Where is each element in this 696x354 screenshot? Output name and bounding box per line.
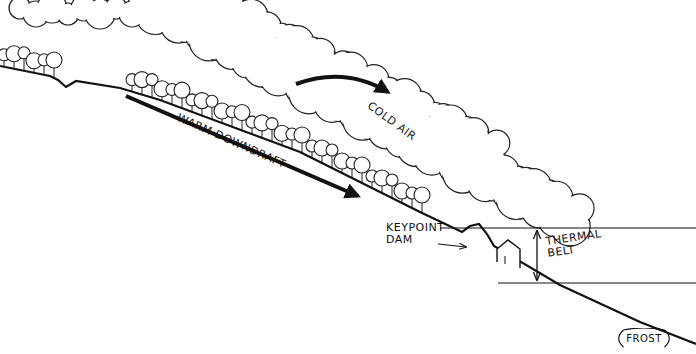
- ground-line: [0, 66, 696, 344]
- annotation-label: KEYPOINT DAM: [386, 222, 442, 246]
- thermal-belt-arrow: [536, 231, 537, 280]
- house-symbol: [497, 240, 520, 268]
- annotation-label: THERMAL BELT: [545, 229, 600, 260]
- house-door: [505, 256, 506, 264]
- cloud-fill: [120, 2, 143, 25]
- tree-crown: [46, 52, 62, 68]
- tree-crown: [326, 144, 338, 156]
- annotations: [126, 77, 696, 283]
- tree-crown: [354, 157, 370, 173]
- tree-crown: [414, 187, 430, 203]
- thermal-belt-top-line: [440, 228, 696, 229]
- hillside-ground: [0, 66, 696, 344]
- frost-pocket: FROST: [612, 328, 676, 349]
- keypoint-leader: [438, 244, 466, 247]
- tree-crown: [294, 127, 310, 143]
- thermal-belt-bottom-line: [498, 283, 696, 284]
- tree-belt: [0, 46, 430, 213]
- cold-air-arrow: [296, 77, 388, 92]
- warm-downdraft-arrow: [126, 96, 358, 196]
- tree-crown: [386, 174, 398, 186]
- cloud-fill: [485, 132, 508, 155]
- cold-air-clouds: [9, 0, 594, 246]
- cloud-fill: [566, 195, 592, 221]
- frost-label: FROST: [612, 328, 676, 349]
